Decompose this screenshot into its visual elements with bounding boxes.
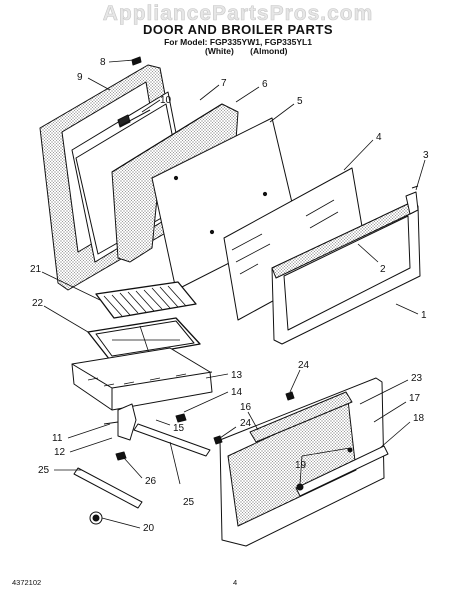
callout-2: 2 — [380, 264, 386, 275]
callout-16: 16 — [240, 402, 252, 413]
color-white-label: (White) — [205, 46, 234, 56]
page-number: 4 — [233, 578, 238, 587]
part-11-bracket — [103, 403, 137, 441]
callout-10: 10 — [160, 95, 172, 106]
part-22-broiler-pan — [87, 317, 201, 361]
callout-4: 4 — [376, 132, 382, 143]
callout-25-lower: 25 — [38, 465, 50, 476]
callout-15: 15 — [173, 423, 185, 434]
callout-20: 20 — [143, 523, 155, 534]
part-13-broiler-drawer — [71, 347, 213, 411]
callout-12: 12 — [54, 447, 66, 458]
part-25-rail-lower — [73, 467, 143, 509]
callout-13: 13 — [231, 370, 243, 381]
model-line: For Model: FGP335YW1, FGP335YL1 — [164, 37, 312, 47]
callout-9: 9 — [77, 72, 83, 83]
callout-14: 14 — [231, 387, 243, 398]
color-line: (White) (Almond) — [205, 46, 355, 56]
part-16-drawer-front — [219, 377, 389, 547]
callout-5: 5 — [297, 96, 303, 107]
part-15-screw — [175, 413, 187, 423]
callout-7: 7 — [221, 78, 227, 89]
callout-22: 22 — [32, 298, 44, 309]
part-1-outer-door — [271, 201, 421, 345]
part-26-screw — [115, 451, 127, 461]
callout-21: 21 — [30, 264, 42, 275]
callout-3: 3 — [423, 150, 429, 161]
callout-24-upper: 24 — [298, 360, 310, 371]
callout-24-lower: 24 — [240, 418, 252, 429]
leader-lines — [41, 59, 426, 529]
callout-labels: 8 9 10 7 6 5 4 3 2 1 21 22 13 14 15 11 1… — [30, 57, 429, 534]
document-number: 4372102 — [12, 578, 42, 587]
callout-18: 18 — [413, 413, 425, 424]
diagram-title: DOOR AND BROILER PARTS — [142, 22, 334, 37]
part-8-screw — [131, 56, 142, 66]
part-20-foot — [89, 511, 103, 525]
callout-23: 23 — [411, 373, 423, 384]
callout-26: 26 — [145, 476, 157, 487]
callout-6: 6 — [262, 79, 268, 90]
callout-25-upper: 25 — [183, 497, 195, 508]
callout-19: 19 — [295, 460, 307, 471]
part-21-broiler-grid — [95, 281, 197, 319]
callout-17: 17 — [409, 393, 421, 404]
color-almond-label: (Almond) — [250, 46, 288, 56]
part-25-rail-upper — [133, 423, 211, 457]
callout-8: 8 — [100, 57, 106, 68]
callout-11: 11 — [52, 433, 63, 444]
watermark-text: AppliancePartsPros.com — [102, 2, 374, 26]
callout-1: 1 — [421, 310, 427, 321]
